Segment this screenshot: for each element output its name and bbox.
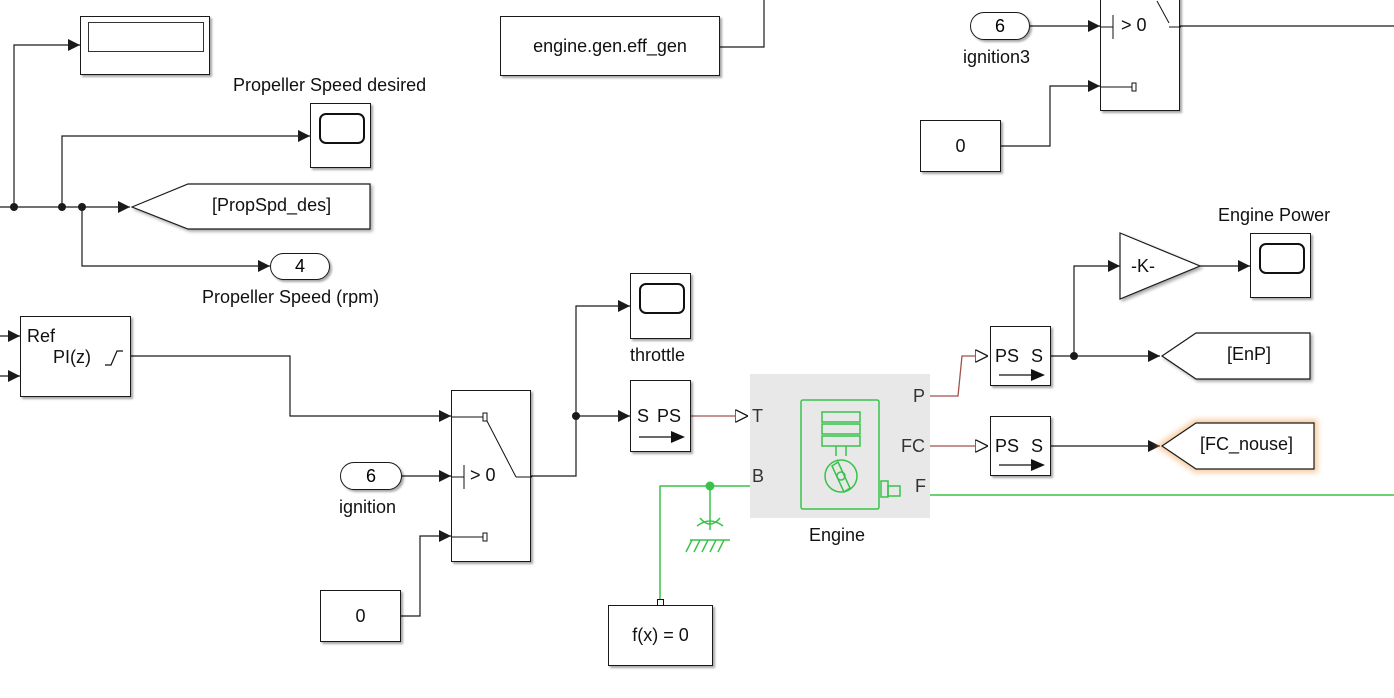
line-const0-to-switch[interactable]	[401, 530, 451, 617]
pss-input-label: PS	[995, 346, 1020, 366]
line-switch-to-scope-throttle[interactable]	[575, 300, 630, 416]
solver-configuration[interactable]: f(x) = 0	[608, 605, 713, 666]
scope-throttle[interactable]	[630, 273, 691, 339]
goto-propspd[interactable]	[130, 183, 371, 230]
scope-throttle-label: throttle	[630, 345, 686, 365]
junction-dot	[572, 412, 580, 420]
outport-4-number: 4	[294, 256, 305, 276]
switch-block-2[interactable]: > 0	[1100, 0, 1181, 111]
constant-zero-value: 0	[355, 605, 366, 626]
scope-screen-icon	[1259, 243, 1305, 274]
pss2-input-label: PS	[995, 436, 1020, 456]
line-to-display[interactable]	[13, 39, 80, 207]
engine-port-FC: FC	[901, 436, 925, 456]
pss-output-label: S	[1031, 346, 1044, 366]
arrow-right-icon	[999, 369, 1045, 381]
ps-simulink-converter-power[interactable]: PS S	[990, 326, 1051, 386]
display-block[interactable]	[80, 16, 210, 75]
display-screen	[88, 22, 204, 52]
saturation-icon	[105, 350, 123, 366]
engine-port-P: P	[913, 386, 926, 406]
gain-block[interactable]	[1119, 232, 1202, 300]
engine-label: Engine	[809, 525, 866, 545]
line-gen-eff-out[interactable]	[720, 0, 765, 48]
constant-zero-2-value: 0	[955, 135, 966, 156]
scope-propspd[interactable]	[310, 103, 371, 168]
constant-zero[interactable]: 0	[320, 590, 401, 642]
solver-label: f(x) = 0	[632, 625, 689, 645]
mechanical-ground-icon[interactable]	[685, 517, 730, 553]
solver-port	[657, 599, 664, 606]
pi-label: PI(z)	[53, 347, 91, 367]
junction-dot	[1070, 352, 1078, 360]
outport-4[interactable]: 4	[270, 253, 330, 280]
sps-input-label: S	[637, 406, 650, 426]
line-pss-to-gain[interactable]	[1073, 260, 1120, 356]
constant-zero-2[interactable]: 0	[920, 120, 1001, 172]
pss2-output-label: S	[1031, 436, 1044, 456]
junction-dot	[78, 203, 86, 211]
switch-block[interactable]: > 0	[451, 390, 532, 562]
arrow-right-icon	[999, 459, 1045, 471]
switch2-threshold: > 0	[1121, 15, 1147, 35]
constant-gen-eff[interactable]: engine.gen.eff_gen	[500, 16, 720, 76]
sps-output-label: PS	[657, 406, 682, 426]
scope-screen-icon	[639, 283, 685, 314]
engine-port-T: T	[752, 406, 763, 426]
pi-controller-block[interactable]: Ref PI(z)	[20, 316, 131, 397]
line-engine-P-to-pss[interactable]	[930, 356, 988, 397]
line-switch-to-sps[interactable]	[531, 410, 630, 477]
inport-ignition3[interactable]: 6	[970, 12, 1030, 40]
inport-ignition-number: 6	[365, 465, 376, 486]
goto-enp[interactable]	[1160, 332, 1311, 380]
pi-ref-port-label: Ref	[27, 326, 56, 346]
switch-icon	[1101, 0, 1181, 92]
engine-port-F: F	[915, 476, 926, 496]
junction-dot-mech	[705, 481, 715, 491]
scope-engine-power-title: Engine Power	[1218, 205, 1331, 225]
scope-propspd-title: Propeller Speed desired	[233, 75, 427, 95]
inport-ignition-label: ignition	[339, 497, 397, 517]
scope-engine-power[interactable]	[1250, 233, 1311, 298]
line-pi-to-switch[interactable]	[131, 355, 451, 422]
switch-threshold: > 0	[470, 465, 496, 485]
junction-dot	[58, 203, 66, 211]
inport-ignition3-number: 6	[994, 15, 1005, 36]
engine-icon	[800, 399, 901, 510]
gen-eff-label: engine.gen.eff_gen	[533, 35, 687, 56]
goto-fc-nouse[interactable]	[1155, 419, 1318, 473]
simulink-ps-converter[interactable]: S PS	[630, 380, 691, 452]
outport-4-label: Propeller Speed (rpm)	[202, 287, 380, 307]
junction-dot	[10, 203, 18, 211]
scope-screen-icon	[319, 113, 365, 144]
goto-enp-label: [EnP]	[1227, 344, 1272, 364]
inport-ignition3-label: ignition3	[963, 47, 1031, 67]
engine-port-B: B	[752, 466, 765, 486]
line-to-outport4[interactable]	[81, 207, 270, 272]
physical-signal-lines	[690, 356, 988, 446]
switch-icon	[452, 412, 532, 542]
goto-fc-nouse-label: [FC_nouse]	[1200, 434, 1294, 454]
line-to-scope-propspd[interactable]	[61, 130, 310, 207]
inport-ignition[interactable]: 6	[340, 462, 402, 490]
ps-simulink-converter-fc[interactable]: PS S	[990, 416, 1051, 476]
signal-lines	[0, 0, 1394, 617]
gain-label: -K-	[1131, 256, 1155, 276]
line-const0b-to-switch[interactable]	[1000, 80, 1100, 147]
arrow-right-icon	[639, 431, 685, 443]
junctions	[10, 203, 1078, 420]
goto-propspd-label: [PropSpd_des]	[212, 195, 332, 215]
